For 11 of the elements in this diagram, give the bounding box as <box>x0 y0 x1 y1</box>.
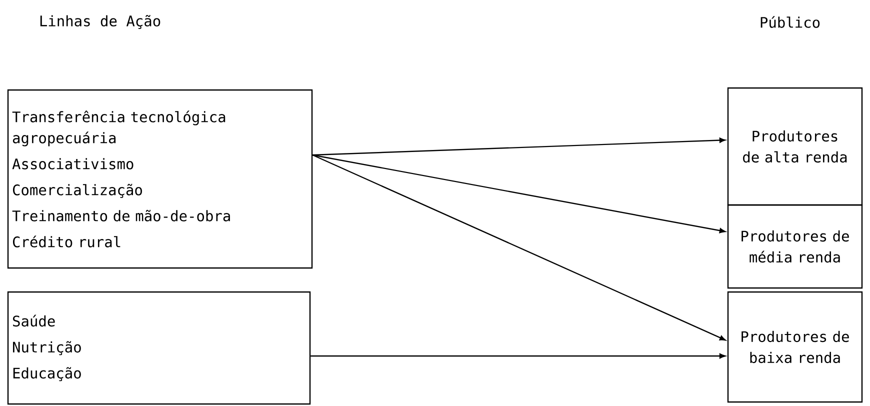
action-box: Transferência tecnológica agropecuária Associativismo Comercialização Treinamento de mão-de-obra Crédito rural <box>7 89 313 269</box>
audience-box: Produtores de baixa renda <box>727 291 863 403</box>
arrow <box>312 154 726 341</box>
arrow <box>312 154 726 234</box>
column-heading: Linhas de Ação <box>40 14 160 30</box>
column-heading: Público <box>760 16 820 28</box>
audience-box: Produtores de média renda <box>727 204 863 289</box>
arrow <box>312 138 726 156</box>
action-box: Saúde Nutrição Educação <box>7 291 311 405</box>
arrow <box>310 353 726 359</box>
audience-box: Produtores de alta renda <box>727 87 863 206</box>
